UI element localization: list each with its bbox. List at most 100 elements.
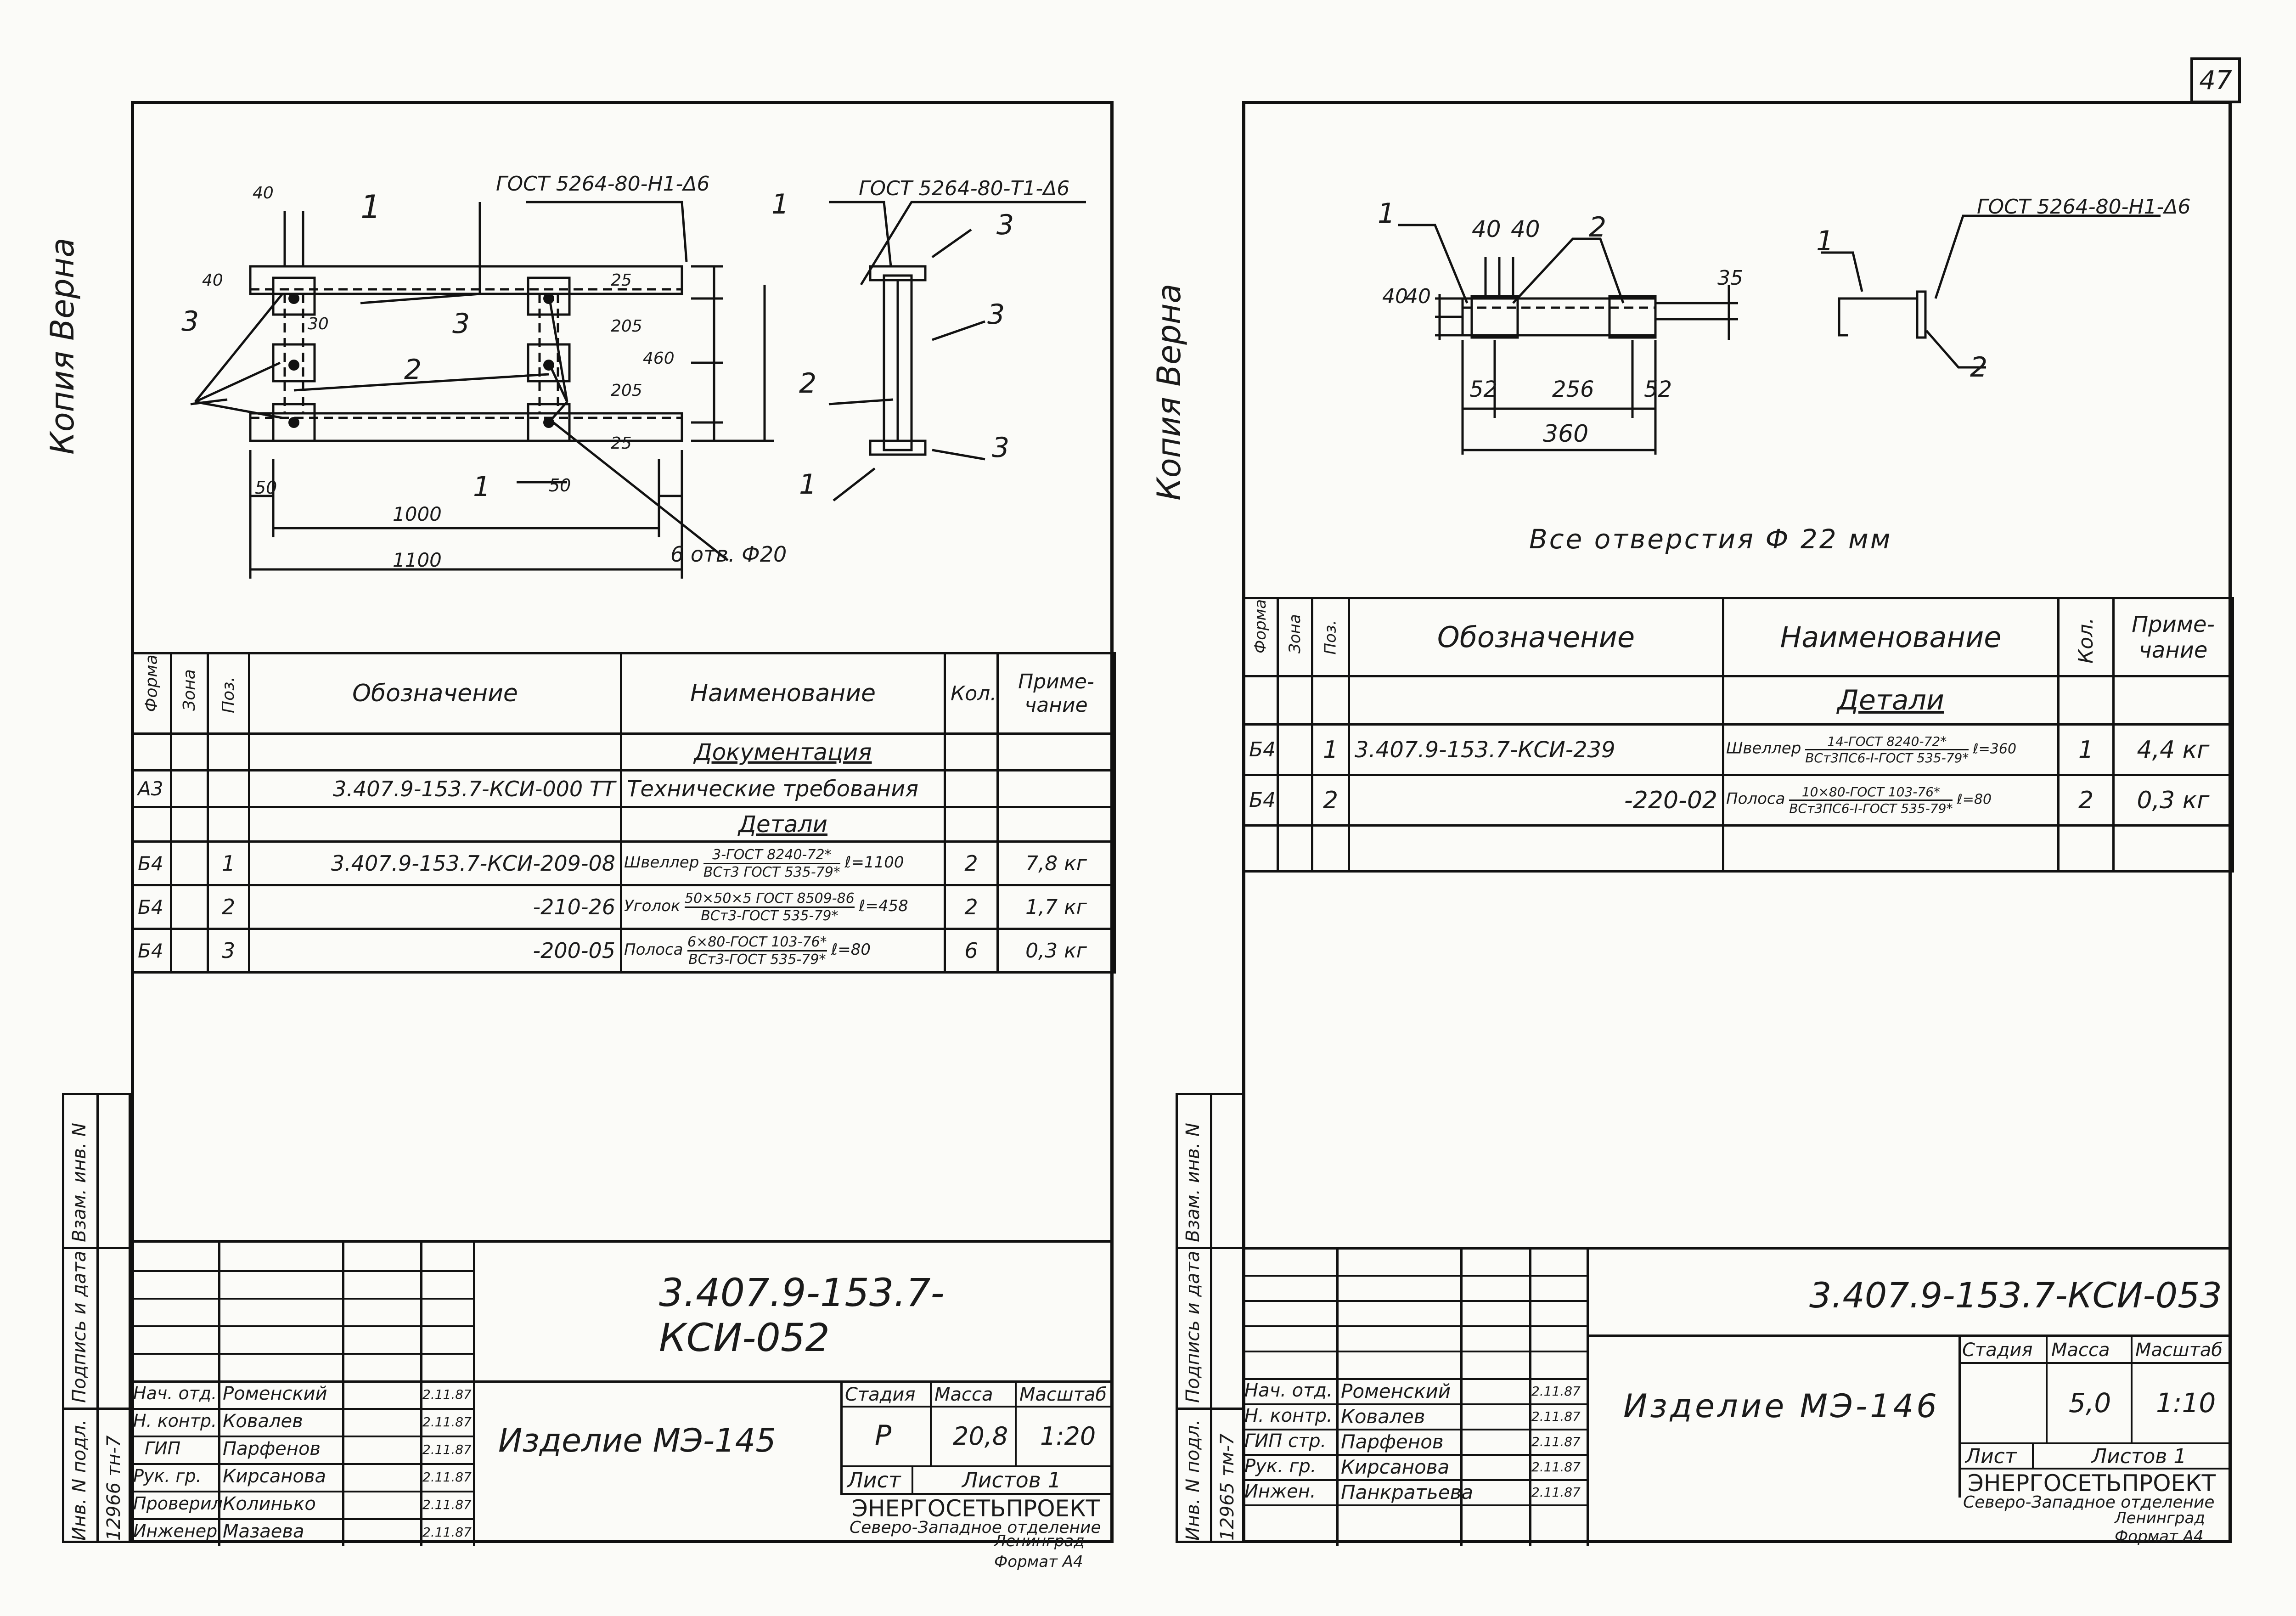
left-stage: Р [875,1419,892,1452]
left-h-format: Формат [131,652,172,735]
left-dim-25-bottom: 25 [611,434,632,453]
right-dim-35: 35 [1717,266,1743,290]
right-dim-360: 360 [1543,420,1589,448]
left-format: Формат А4 [994,1553,1083,1571]
left-drawing [190,201,1086,579]
left-callout-3b: 3 [452,308,470,340]
right-org-2: Северо-Западное отделение [1963,1493,2215,1512]
right-stamp-col3: Взам. инв. N [1182,1123,1204,1242]
left-dim-50-a: 50 [255,478,277,498]
left-gost-weld-2: ГОСТ 5264-80-Т1-Δ6 [859,177,1070,200]
left-h-name: Наименование [620,652,946,735]
right-dim-40-a: 40 [1472,216,1501,242]
left-dim-40-top: 40 [253,184,274,203]
page-number-box: 47 [2190,57,2241,103]
left-dim-205-a: 205 [611,317,642,336]
right-dim-52-b: 52 [1644,377,1672,402]
left-h-qty: Кол. [944,652,999,735]
right-side-callout-1: 1 [1816,225,1834,257]
right-holes-note: Все отверстия Ф 22 мм [1529,524,1892,555]
left-mass-header: Масса [934,1384,993,1405]
table-row [1242,824,2234,873]
right-margin-stamp: Взам. инв. N Подпись и дата Инв. N подл.… [1176,1093,1244,1543]
table-row: А3 3.407.9-153.7-КСИ-000 ТТ Технические … [131,769,1116,808]
right-sheet-label: Лист [1965,1445,2017,1468]
left-dim-50-b: 50 [549,475,571,495]
table-row: Б4 1 3.407.9-153.7-КСИ-209-08 Швеллер 3-… [131,840,1116,886]
left-stage-header: Стадия [845,1384,916,1405]
left-callout-1a: 1 [360,188,381,226]
left-callout-3a: 3 [181,305,199,338]
right-stage-header: Стадия [1962,1340,2033,1361]
left-sheet-label: Лист [847,1468,901,1492]
left-dim-25-top: 25 [611,271,632,290]
left-section-details: Детали [620,806,946,843]
right-sheets-label: Листов 1 [2092,1445,2187,1468]
table-row: Детали [131,806,1116,843]
left-doc-code: 3.407.9-153.7-КСИ-052 [659,1270,945,1360]
page-number: 47 [2199,65,2232,96]
left-gost-weld-1: ГОСТ 5264-80-Н1-Δ6 [496,172,710,196]
left-title-block: 3.407.9-153.7-КСИ-052 Изделие МЭ-145 Ста… [131,1240,1114,1571]
right-callout-2: 2 [1589,211,1607,243]
left-stamp-col3: Взам. инв. N [69,1123,90,1242]
left-dim-1100: 1100 [393,549,442,571]
left-org-1: ЭНЕРГОСЕТЬПРОЕКТ [852,1495,1100,1522]
right-dim-256: 256 [1552,377,1594,402]
left-section-docs: Документация [620,732,946,771]
right-org-3: Ленинград [2115,1509,2205,1527]
left-callout-1b: 1 [473,471,491,503]
right-dim-52-a: 52 [1469,377,1498,402]
table-row: Б4 2 -210-26 Уголок 50×50×5 ГОСТ 8509-86… [131,884,1116,930]
left-h-note: Приме-чание [996,652,1116,735]
right-product-name: Изделие МЭ-146 [1623,1387,1940,1425]
left-mass: 20,8 [953,1422,1008,1451]
right-mass-header: Масса [2051,1340,2110,1361]
left-sheets-label: Листов 1 [962,1468,1061,1492]
right-scale-header: Масштаб [2135,1340,2223,1361]
table-row: Документация [131,732,1116,771]
right-stamp-col2: Подпись и дата [1182,1250,1204,1403]
left-org-3: Ленинград [994,1532,1085,1550]
left-scale: 1:20 [1040,1422,1096,1451]
left-stamp-inv: 12966 тн-7 [103,1435,124,1541]
copy-note-right: Копия Верна [1150,283,1188,501]
right-dim-40-b: 40 [1511,216,1540,242]
left-callout-2: 2 [404,354,422,386]
right-stamp-col1: Инв. N подл. [1182,1419,1204,1541]
left-org-2: Северо-Западное отделение [850,1518,1101,1537]
left-stamp-col2: Подпись и дата [69,1250,90,1403]
right-title-block: 3.407.9-153.7-КСИ-053 Изделие МЭ-146 Ста… [1242,1247,2232,1546]
left-holes-note: 6 отв. Ф20 [670,542,787,567]
table-row: Б4 2 -220-02 Полоса 10×80-ГОСТ 103-76* В… [1242,774,2234,827]
right-side-callout-2: 2 [1970,351,1988,383]
table-row: Б4 1 3.407.9-153.7-КСИ-239 Швеллер 14-ГО… [1242,723,2234,776]
left-h-pos: Поз. [207,652,250,735]
right-org-1: ЭНЕРГОСЕТЬПРОЕКТ [1968,1470,2216,1497]
left-row1-name: Технические требования [620,769,946,808]
right-callout-1: 1 [1378,197,1396,230]
right-spec-table: Формат Зона Поз. Обозначение Наименовани… [1242,597,2234,873]
left-product-name: Изделие МЭ-145 [498,1422,776,1459]
right-doc-code: 3.407.9-153.7-КСИ-053 [1809,1275,2222,1316]
copy-note-left: Копия Верна [44,237,81,455]
left-scale-header: Масштаб [1019,1384,1107,1405]
left-dim-205-b: 205 [611,381,642,400]
table-row: Детали [1242,675,2234,726]
right-dim-40-d: 40 [1405,285,1431,308]
left-side-callout-3c: 3 [992,432,1010,464]
left-h-designation: Обозначение [248,652,622,735]
left-dim-40-side: 40 [202,271,223,290]
left-dim-460: 460 [643,349,675,368]
left-side-callout-1a: 1 [771,188,789,220]
left-side-callout-1b: 1 [799,468,817,501]
left-dim-30: 30 [308,315,329,333]
right-scale: 1:10 [2156,1387,2216,1419]
left-side-callout-3b: 3 [987,298,1005,331]
left-stamp-col1: Инв. N подл. [69,1419,90,1541]
left-row1-designation: 3.407.9-153.7-КСИ-000 ТТ [248,769,622,808]
right-gost-weld: ГОСТ 5264-80-Н1-Δ6 [1977,195,2191,219]
left-h-zone: Зона [170,652,209,735]
left-dim-1000: 1000 [393,503,442,525]
right-format: Формат А4 [2115,1527,2204,1546]
